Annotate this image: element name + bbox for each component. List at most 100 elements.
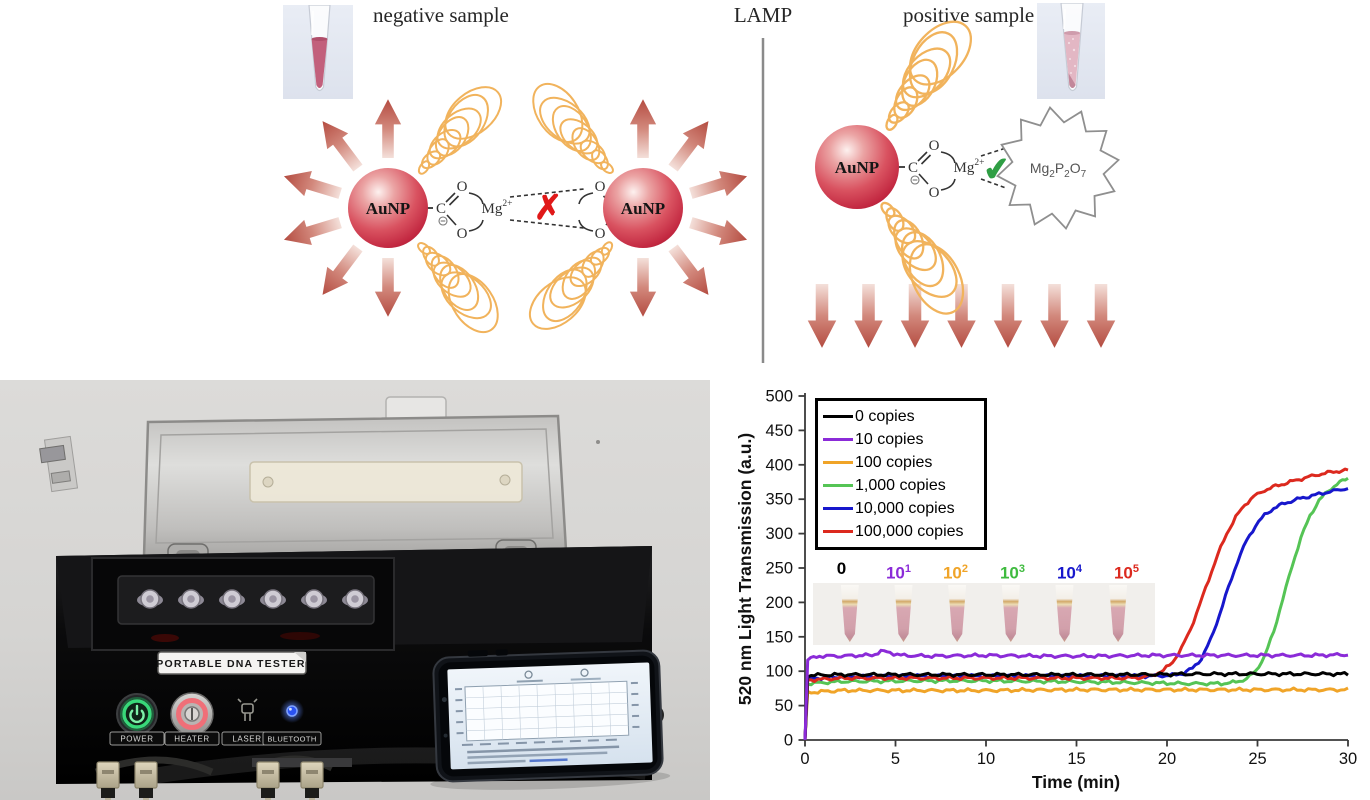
inset-tube-label: 105 — [1113, 563, 1140, 583]
y-axis-title: 520 nm Light Transmission (a.u.) — [735, 433, 755, 705]
phone-text-line — [467, 751, 608, 759]
y-tick-label: 0 — [784, 732, 793, 750]
app-tab-icon — [524, 670, 533, 679]
forward-scatter-arrow-icon — [807, 284, 837, 348]
svg-text:O: O — [595, 226, 606, 242]
inset-tube — [1109, 585, 1128, 642]
y-tick-label: 50 — [775, 697, 793, 715]
binding-dash — [980, 147, 1007, 157]
tube-inset-strip — [813, 583, 1155, 645]
legend-swatch — [823, 530, 853, 533]
forward-scatter-arrow-icon — [854, 284, 883, 348]
inset-tube — [948, 585, 967, 642]
power-button[interactable] — [116, 693, 158, 735]
y-tick-label: 300 — [765, 525, 793, 543]
blocked-bond-dash — [509, 188, 585, 198]
bluetooth-label: BLUETOOTH — [267, 735, 316, 744]
legend-swatch — [823, 415, 853, 418]
power-label: POWER — [120, 735, 153, 744]
inset-tube-label: 102 — [942, 563, 969, 583]
app-tab-icon — [580, 668, 589, 677]
legend-entry: 1,000 copies — [823, 475, 979, 497]
legend-entry: 10,000 copies — [823, 498, 979, 520]
forward-scatter-arrow-icon — [900, 284, 930, 348]
scatter-arrow-icon — [283, 171, 342, 199]
svg-text:O: O — [929, 138, 940, 154]
x-tick-label: 0 — [800, 750, 809, 768]
y-tick-label: 350 — [765, 491, 793, 509]
aunp-right: AuNP — [603, 168, 683, 248]
scatter-arrow-icon — [374, 258, 402, 317]
legend-label: 100,000 copies — [855, 522, 964, 540]
inset-tube-label: 101 — [885, 563, 912, 583]
phone — [430, 649, 671, 790]
dna-coil-icon — [880, 201, 965, 315]
x-tick-label: 30 — [1339, 750, 1357, 768]
aunp-positive: AuNP — [815, 125, 899, 209]
usb-connector — [256, 761, 280, 800]
scatter-arrow-icon — [689, 217, 748, 245]
laser-label: LASER — [232, 735, 261, 744]
y-tick-label: 400 — [765, 456, 793, 474]
usb-connectors — [94, 755, 352, 800]
y-tick-label: 200 — [765, 594, 793, 612]
forward-scatter-arrow-icon — [1040, 284, 1069, 348]
svg-text:O: O — [457, 179, 468, 195]
dna-coil-icon — [528, 241, 614, 330]
forward-scatter-arrow-icon — [1086, 284, 1116, 348]
sample-tube-caps — [137, 589, 368, 609]
x-tick-label: 20 — [1158, 750, 1176, 768]
binding-dash — [980, 178, 1007, 189]
device-photo: PORTABLE DNA TESTER POWER HEATER — [0, 380, 710, 800]
inset-tube-label: 0 — [836, 559, 847, 578]
usb-connector — [300, 761, 324, 800]
power-icon — [129, 704, 145, 724]
legend-entry: 0 copies — [823, 406, 979, 428]
svg-text:O: O — [595, 179, 606, 195]
legend-entry: 100,000 copies — [823, 521, 979, 543]
legend-swatch — [823, 461, 853, 464]
negative-sample-label: negative sample — [373, 3, 509, 27]
scatter-arrow-icon — [374, 99, 402, 158]
svg-text:AuNP: AuNP — [621, 199, 665, 218]
svg-text:O: O — [457, 226, 468, 242]
legend-swatch — [823, 507, 853, 510]
heater-button[interactable] — [170, 692, 214, 736]
dna-coil-icon — [532, 82, 614, 174]
inset-tube — [1001, 585, 1020, 642]
legend-label: 10,000 copies — [855, 499, 955, 517]
mg-ion-label: Mg2+ — [954, 158, 985, 176]
phone-text-line — [467, 745, 620, 754]
phone-text-line — [467, 759, 526, 765]
scatter-arrow-icon — [668, 121, 709, 172]
aunp-left: AuNP — [348, 168, 428, 248]
scatter-arrow-icon — [668, 244, 709, 295]
bluetooth-led — [280, 699, 304, 723]
scatter-arrow-icon — [322, 121, 363, 172]
scatter-arrow-icon — [322, 244, 363, 295]
y-tick-label: 500 — [765, 388, 793, 406]
positive-sample-label: positive sample — [903, 3, 1034, 27]
dna-coil-icon — [417, 86, 503, 175]
positive-tube-photo — [1037, 3, 1105, 99]
x-axis-title: Time (min) — [1032, 772, 1120, 792]
inset-tube — [840, 585, 859, 642]
phone-chart-frame — [464, 680, 630, 742]
x-tick-label: 5 — [891, 750, 900, 768]
inset-tube-label: 104 — [1056, 563, 1083, 583]
phone-link-line — [529, 758, 568, 763]
legend-entry: 100 copies — [823, 452, 979, 474]
phone-app-chart — [454, 668, 640, 765]
legend-swatch — [823, 438, 853, 441]
series-1-000-copies — [803, 476, 1349, 741]
device-name-plate — [157, 651, 307, 675]
device-title: PORTABLE DNA TESTER — [156, 658, 305, 670]
y-tick-label: 450 — [765, 422, 793, 440]
forward-scatter-arrow-icon — [993, 284, 1023, 348]
series-10-copies — [803, 648, 1349, 741]
legend-label: 10 copies — [855, 430, 924, 448]
